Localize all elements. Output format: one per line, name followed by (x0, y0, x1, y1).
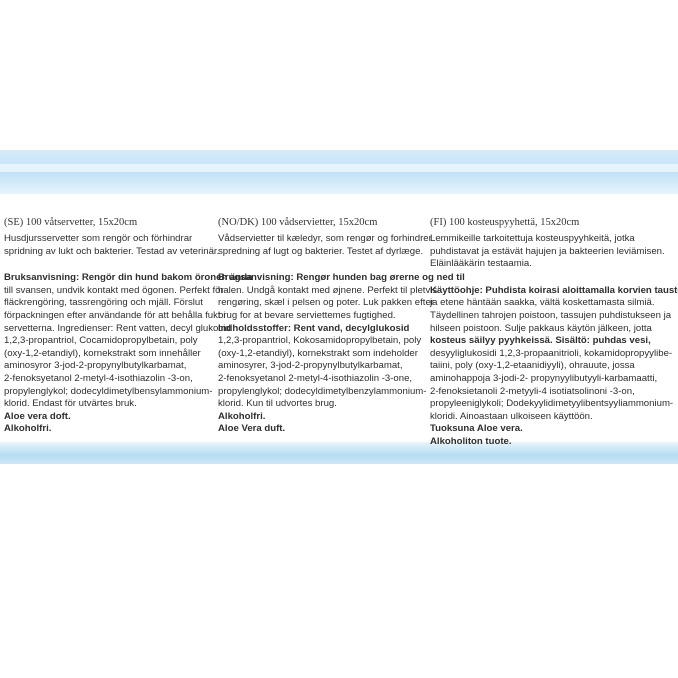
intro-line: puhdistavat ja estävät hajujen ja baktee… (430, 245, 665, 257)
body-line: desyyliglukosidi 1,2,3-propaanitrioli, k… (430, 347, 673, 359)
body-line: Bruksanvisning: Rengör din hund bakom ör… (4, 272, 253, 284)
label-background (0, 150, 678, 470)
intro-no-dk: Vådservietter til kæledyr, som rengør og… (218, 233, 432, 258)
header-fi: (FI) 100 kosteuspyyhettä, 15x20cm (430, 217, 580, 228)
body-line: klorid. Endast för utvärtes bruk. (4, 398, 137, 410)
body-line: till svansen, undvik kontakt med ögonen.… (4, 284, 224, 296)
body-line: aminosyrer, 3-jod-2-propynylbutylkarbama… (218, 360, 403, 372)
footer-line: Aloe vera doft. (4, 410, 71, 422)
intro-line: spredning af lugt og bakterier. Testet a… (218, 245, 424, 257)
body-line: (oxy-1,2-etandiyl), kornekstrakt som inn… (4, 347, 201, 359)
body-line: 1,2,3-propantriol, Kokosamidopropylbetai… (218, 335, 422, 347)
column-no-dk: (NO/DK) 100 vådservietter, 15x20cm Vådse… (218, 216, 465, 436)
footer-line: Aloe Vera duft. (218, 423, 286, 435)
body-line: propylenglykol; dodecyldimetylbensylammo… (4, 385, 213, 397)
body-line: 2-fenoksyetanol 2-metyl-4-isothiazolin -… (4, 372, 193, 384)
body-line: hilseen poistoon. Sulje pakkaus käytön j… (430, 322, 652, 334)
column-fi: (FI) 100 kosteuspyyhettä, 15x20cm Lemmik… (430, 216, 678, 449)
body-line: förpackningen efter användande för att b… (4, 309, 226, 321)
footer-line: Tuoksuna Aloe vera. (430, 423, 523, 435)
body-line: 2-fenoksyetanol 2-metyl-4-isothiazolin -… (218, 372, 413, 384)
intro-line: Vådservietter til kæledyr, som rengør og… (218, 233, 432, 244)
intro-se: Husdjursservetter som rengör och förhind… (4, 233, 220, 258)
body-line: Täydellinen tahrojen poistoon, tassujen … (430, 309, 672, 321)
intro-line: Husdjursservetter som rengör och förhind… (4, 233, 193, 244)
body-line: aminohappoja 3-jodi-2- propynyylibutyyli… (430, 372, 658, 384)
body-line: halen. Undgå kontakt med øjnene. Perfekt… (218, 284, 438, 296)
footer-line: Alkoholfri. (218, 410, 266, 422)
body-line: 1,2,3-propantriol, Cocamidopropylbetain,… (4, 335, 198, 347)
body-line: propylenglykol; dodecyldimetylbenzylammo… (218, 385, 427, 397)
body-line: fläckrengöring, tassrengöring och mjäll.… (4, 297, 203, 309)
body-line: taiini, poly (oxy-1,2-etaanidiyyli), ohr… (430, 360, 635, 372)
intro-line: spridning av lukt och bakterier. Testad … (4, 245, 220, 257)
column-se: (SE) 100 våtservetter, 15x20cm Husdjurss… (4, 216, 253, 436)
body-line: kosteus säilyy pyyhkeissä. Sisältö: puhd… (430, 335, 651, 347)
body-line: rengøring, skæl i pelsen og poter. Luk p… (218, 297, 434, 309)
intro-line: Lemmikeille tarkoitettuja kosteuspyyhkei… (430, 233, 635, 244)
body-line: klorid. Kun til udvortes brug. (218, 398, 337, 410)
intro-line: Eläinlääkärin testaamia. (430, 258, 532, 270)
body-line: brug for at bevare serviettemes fugtighe… (218, 309, 396, 321)
blue-wave-bottom (0, 442, 678, 464)
body-line: kloridi. Ainoastaan ulkoiseen käyttöön. (430, 410, 593, 422)
header-se: (SE) 100 våtservetter, 15x20cm (4, 217, 138, 228)
footer-line: Alkoholiton tuote. (430, 435, 512, 447)
blue-wave-top (0, 150, 678, 194)
body-line: propyleeniglykoli; Dodekyylidimetyyliben… (430, 398, 674, 410)
body-line: aminosyror 3-jod-2-propynylbutylkarbamat… (4, 360, 187, 372)
body-line: servetterna. Ingredienser: Rent vatten, … (4, 322, 231, 334)
body-line: Käyttöohje: Puhdista koirasi aloittamall… (430, 284, 678, 296)
intro-fi: Lemmikeille tarkoitettuja kosteuspyyhkei… (430, 233, 665, 271)
footer-line: Alkoholfri. (4, 423, 52, 435)
body-line: Indholdsstoffer: Rent vand, decylglukosi… (218, 322, 410, 334)
body-line: ja etene häntään saakka, vältä koskettam… (430, 297, 655, 309)
body-line: 2-fenoksietanoli 2-metyyli-4 isotiatsoli… (430, 385, 635, 397)
header-no-dk: (NO/DK) 100 vådservietter, 15x20cm (218, 217, 378, 228)
body-line: Brugsanvisning: Rengør hunden bag ørerne… (218, 272, 465, 284)
body-line: (oxy-1,2-etandiyl), kornekstrakt som ind… (218, 347, 418, 359)
